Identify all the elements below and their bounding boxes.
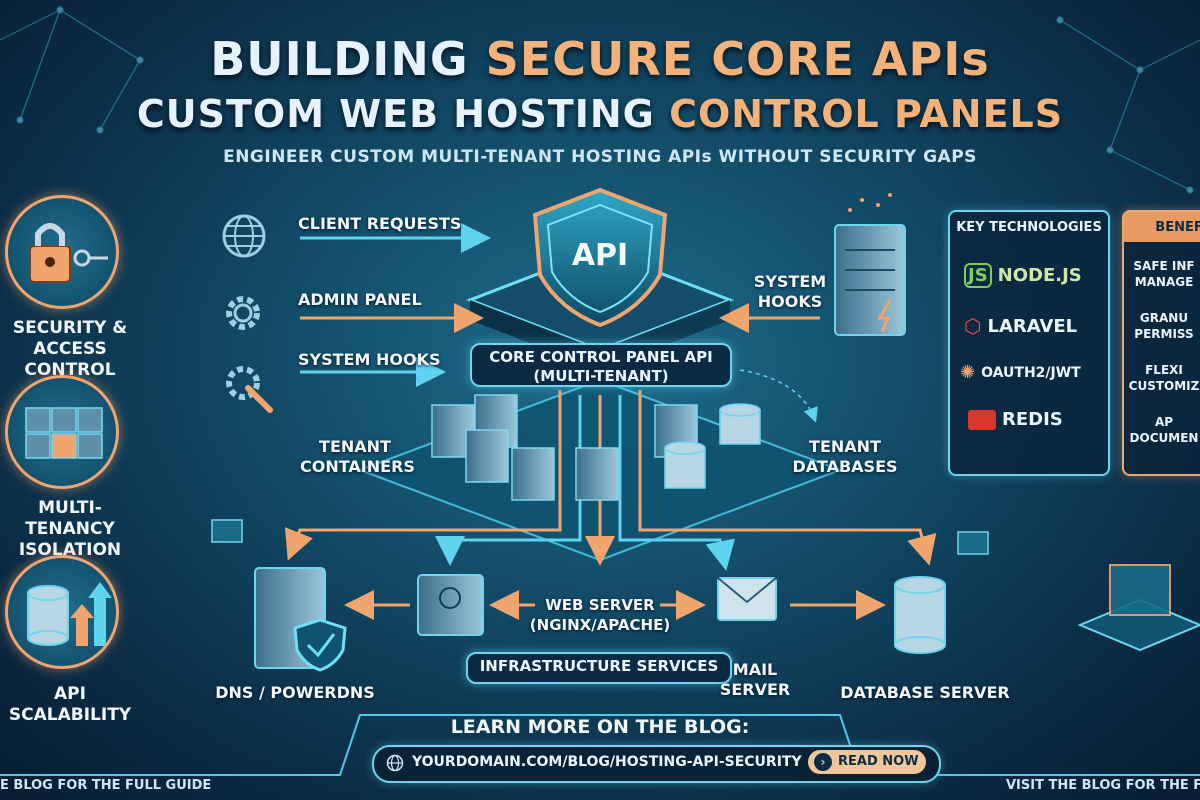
web-server-label-line2: (NGINX/APACHE) [529,616,671,634]
benefit-item: AP DOCUMEN [1129,415,1199,445]
tech-item-label: LARAVEL [987,315,1078,337]
database-growth-icon [27,582,112,646]
page-subtitle: ENGINEER CUSTOM MULTI-TENANT HOSTING API… [223,147,977,167]
web-server-label-line1: WEB SERVER [545,596,655,614]
api-shield-text: API [571,238,629,273]
nodejs-icon: JS [964,263,992,288]
globe-small-icon [386,754,404,776]
title-part-c: CUSTOM WEB HOSTING [136,92,670,136]
system-hooks-right-label: SYSTEM HOOKS [753,272,827,311]
read-now-button[interactable]: › READ NOW [808,750,926,774]
key-technologies-heading: KEY TECHNOLOGIES [956,220,1102,235]
tenant-containers-label: TENANT CONTAINERS [300,437,415,476]
oauth-icon: ✺ [960,362,976,383]
blog-link-bar[interactable]: YOURDOMAIN.COM/BLOG/HOSTING-API-SECURITY… [372,745,941,783]
tech-item-laravel: ⬡ LARAVEL [964,314,1108,338]
admin-panel-label: ADMIN PANEL [298,290,422,309]
page-title-line1: BUILDING SECURE CORE APIs [0,32,1200,86]
scalability-feature-badge [5,555,119,669]
benefits-heading: BENEF [1124,212,1200,242]
benefits-panel: BENEF SAFE INF MANAGE GRANU PERMISS FLEX… [1122,210,1200,476]
system-hooks-label: SYSTEM HOOKS [298,350,441,369]
globe-icon [220,212,268,264]
infrastructure-services-label: INFRASTRUCTURE SERVICES [466,652,732,684]
key-technologies-panel: KEY TECHNOLOGIES JS NODE.JS ⬡ LARAVEL ✺ … [948,210,1110,476]
web-server-label: WEB SERVER (NGINX/APACHE) [500,595,700,635]
scalability-feature-label: API SCALABILITY [8,684,132,725]
database-server-label: DATABASE SERVER [840,683,1010,702]
cubes-icon [25,407,103,459]
blog-url-link[interactable]: YOURDOMAIN.COM/BLOG/HOSTING-API-SECURITY [412,754,802,770]
benefit-item: SAFE INF MANAGE [1133,259,1195,289]
core-api-label-line1: CORE CONTROL PANEL API [489,348,713,366]
multitenancy-feature-label: MULTI-TENANCY ISOLATION [18,498,122,560]
client-requests-label: CLIENT REQUESTS [298,214,462,233]
security-feature-label: SECURITY & ACCESS CONTROL [12,318,128,380]
dns-label: DNS / POWERDNS [215,683,375,702]
tech-item-redis: REDIS [968,409,1108,430]
tech-item-nodejs: JS NODE.JS [964,263,1108,288]
core-api-label: CORE CONTROL PANEL API (MULTI-TENANT) [470,343,732,387]
chevron-right-icon: › [814,753,832,771]
read-now-label: READ NOW [838,754,919,769]
padlock-key-icon [29,223,108,283]
tenant-databases-label: TENANT DATABASES [792,437,898,476]
mail-server-label: MAIL SERVER [719,660,791,699]
core-api-label-line2: (MULTI-TENANT) [533,367,669,385]
page-title-line2: CUSTOM WEB HOSTING CONTROL PANELS [0,92,1200,136]
tech-item-label: OAUTH2/JWT [981,364,1081,381]
gear-icon [218,288,268,342]
tech-item-label: NODE.JS [997,265,1082,286]
redis-icon [968,409,996,430]
benefit-item: FLEXI CUSTOMIZ [1128,363,1200,393]
learn-more-heading: LEARN MORE ON THE BLOG: [450,716,750,738]
multitenancy-feature-badge [5,375,119,489]
title-part-d: CONTROL PANELS [669,92,1064,136]
tech-item-oauth: ✺ OAUTH2/JWT [960,362,1108,383]
laravel-icon: ⬡ [964,314,982,338]
title-part-b: SECURE CORE APIs [485,32,990,86]
gear-wrench-icon [218,358,278,422]
title-part-a: BUILDING [210,32,486,86]
benefit-item: GRANU PERMISS [1134,311,1194,341]
security-feature-badge [5,195,119,309]
footer-right-text: VISIT THE BLOG FOR THE FU [1006,778,1200,793]
footer-left-text: E BLOG FOR THE FULL GUIDE [0,778,212,793]
tech-item-label: REDIS [1002,409,1063,430]
